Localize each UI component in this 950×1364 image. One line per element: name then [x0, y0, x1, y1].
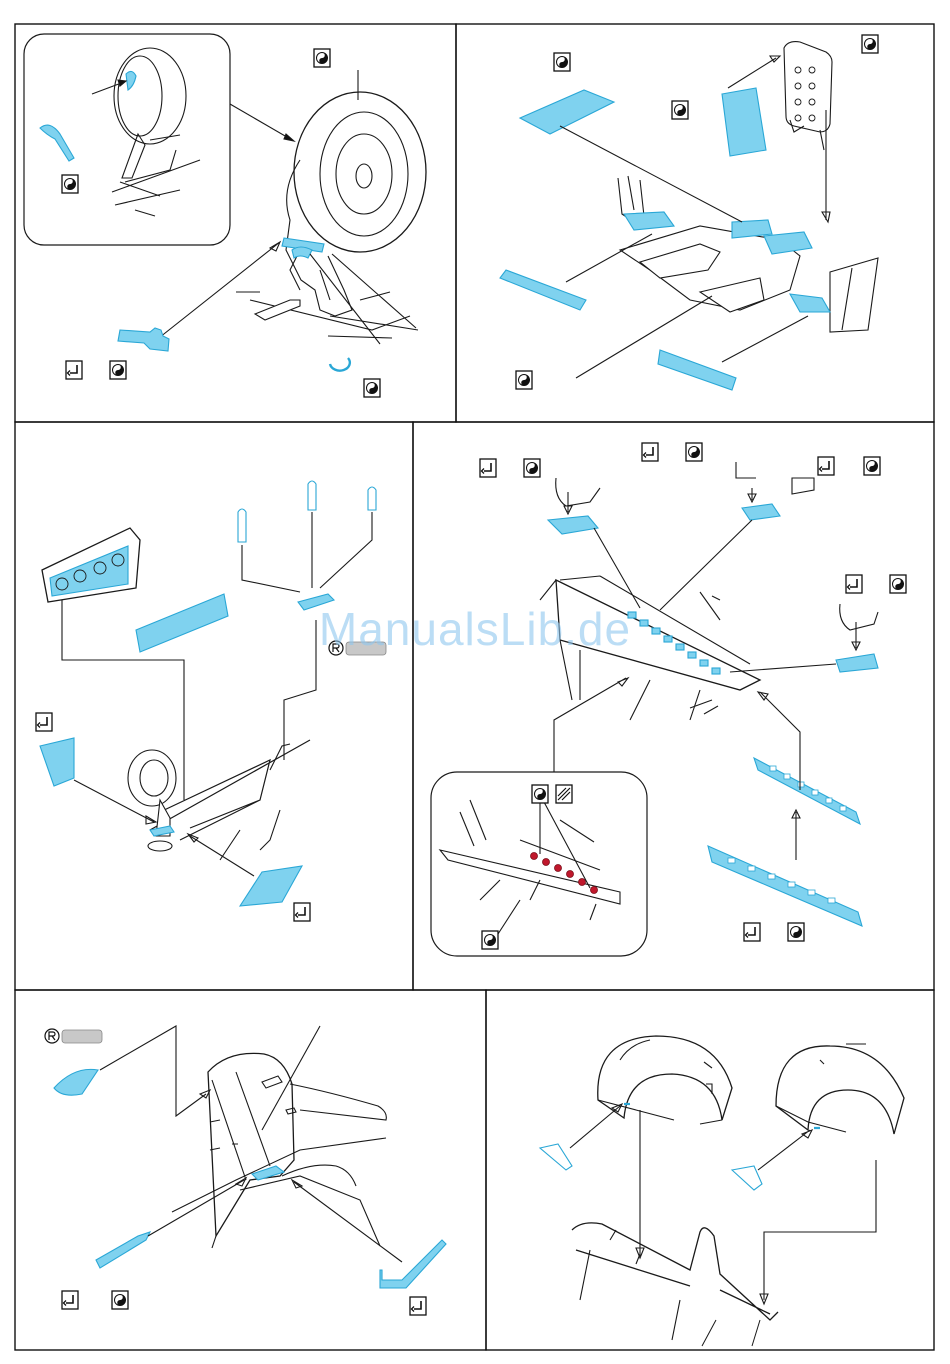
fin-bent-etch — [380, 1240, 446, 1288]
paint-symbol-icon — [686, 443, 702, 461]
panel-lines-extra — [702, 1320, 760, 1346]
inset-wheel — [114, 48, 186, 144]
bend-symbol-icon — [294, 903, 310, 921]
panel-frame-3 — [15, 422, 413, 990]
fuselage-spine — [572, 1223, 778, 1320]
paint-symbol-icon — [482, 931, 498, 949]
paint-symbol-icon — [314, 49, 330, 67]
paint-symbol-icon — [112, 1291, 128, 1309]
panel-canopy — [540, 1036, 904, 1340]
canopy-etch-left — [540, 1144, 572, 1170]
lever-etch-1 — [238, 509, 246, 542]
wing-section — [556, 580, 760, 690]
seat-back — [784, 42, 832, 132]
paint-symbol-icon — [524, 459, 540, 477]
lever-base-etch — [298, 594, 334, 610]
paint-symbol-icon — [554, 53, 570, 71]
hatch-etch-right — [240, 866, 302, 906]
hatch-etch-left — [40, 738, 74, 786]
bend-symbol-icon — [480, 459, 496, 477]
bend-symbol-icon — [410, 1297, 426, 1315]
paint-symbol-icon — [788, 923, 804, 941]
bend-symbol-icon — [846, 575, 862, 593]
remove-plastic-icon — [45, 1029, 102, 1043]
paint-symbol-icon — [364, 379, 380, 397]
floor-etch-rear — [790, 294, 830, 312]
rudder-pedal-etch-right — [658, 350, 736, 390]
fin-tip-etch — [54, 1069, 98, 1095]
panel-wing — [431, 462, 878, 956]
lever-etch-2 — [308, 481, 316, 510]
gear-etch-ring — [330, 358, 350, 371]
paint-symbol-icon — [110, 361, 126, 379]
canopy-etch-right — [732, 1166, 762, 1190]
bracket-etch-1 — [548, 516, 598, 534]
panel-frame-6 — [486, 990, 934, 1350]
fin-strip-etch — [96, 1232, 150, 1268]
paint-symbol-icon — [62, 175, 78, 193]
panel-frame-2 — [456, 24, 934, 422]
bend-symbol-icon — [36, 713, 52, 731]
bend-symbol-icon — [744, 923, 760, 941]
paint-symbol-icon — [532, 785, 548, 803]
paint-symbol-icon — [516, 371, 532, 389]
texture-symbol-icon — [556, 785, 572, 803]
lever-etch-3 — [368, 487, 376, 510]
paint-symbol-icon — [672, 101, 688, 119]
paint-symbol-icon — [864, 457, 880, 475]
floor-etch-right — [764, 232, 812, 254]
rudder-pedal-etch-left — [500, 270, 586, 310]
panel-cockpit — [500, 42, 878, 390]
panel-fin — [54, 1026, 446, 1288]
floor-etch-left — [624, 212, 674, 230]
bend-symbol-icon — [818, 457, 834, 475]
panel-tailwheel — [40, 481, 376, 906]
bend-symbol-icon — [62, 1291, 78, 1309]
panel-main-gear — [24, 34, 426, 371]
tail-wheel — [128, 750, 176, 806]
main-wheel — [294, 92, 426, 252]
gear-etch-bracket — [118, 328, 169, 351]
bracket-etch-2 — [742, 504, 780, 520]
canopy-rear — [776, 1046, 904, 1134]
floor-plate-etch — [520, 90, 614, 134]
gear-etch-clip — [292, 247, 312, 258]
bend-symbol-icon — [642, 443, 658, 461]
seat-belt-etch — [722, 88, 766, 156]
remove-plastic-icon — [329, 641, 386, 655]
bend-symbol-icon — [66, 361, 82, 379]
bracket-etch-3 — [836, 654, 878, 672]
paint-symbol-icon — [862, 35, 878, 53]
instrument-panel-etch — [136, 594, 228, 652]
paint-symbol-icon — [890, 575, 906, 593]
